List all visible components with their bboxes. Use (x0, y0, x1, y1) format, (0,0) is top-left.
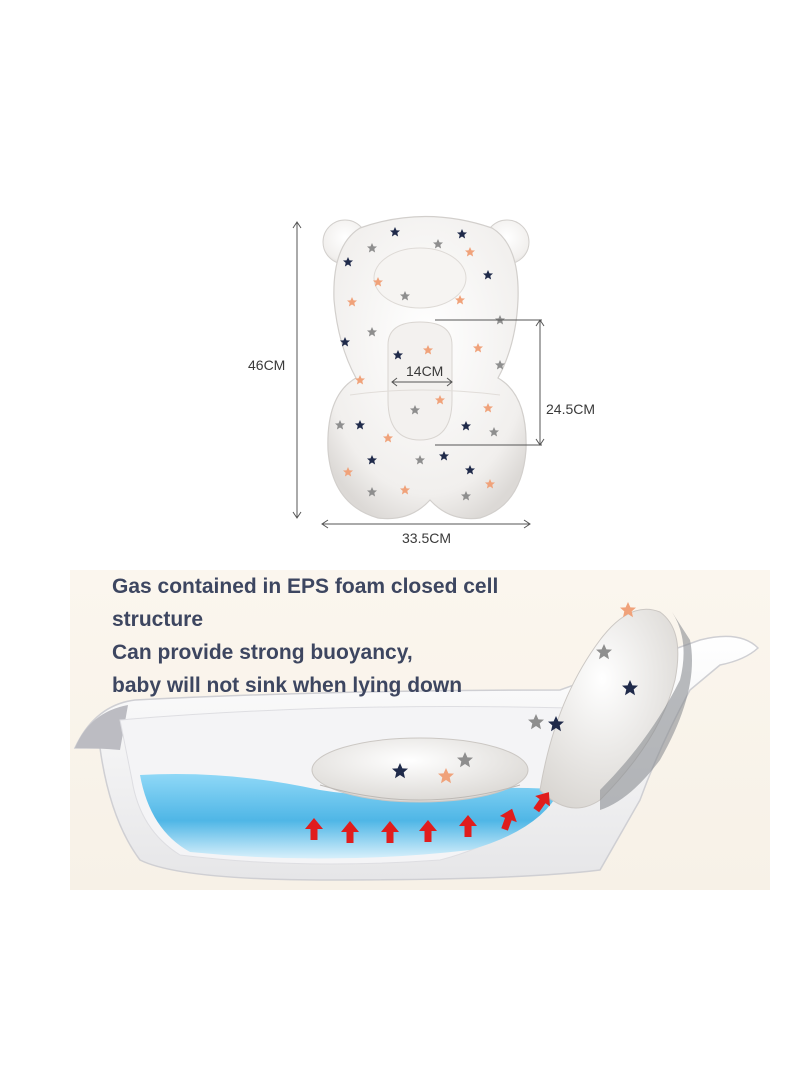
caption-line-3: Can provide strong buoyancy, (112, 641, 413, 664)
width-dimension-label: 33.5CM (402, 530, 452, 546)
caption-line-2: structure (112, 608, 204, 631)
caption-line-4: baby will not sink when lying down (112, 674, 463, 697)
inner-width-dimension-label: 14CM (404, 363, 446, 379)
buoyancy-caption: Gas contained in EPS foam closed cell st… (112, 570, 552, 702)
height-dimension-label: 46CM (248, 357, 286, 373)
caption-line-1: Gas contained in EPS foam closed cell (112, 575, 499, 598)
floating-cushion (311, 602, 692, 810)
inner-height-dimension-label: 24.5CM (546, 401, 596, 417)
dimension-lines (292, 221, 545, 529)
